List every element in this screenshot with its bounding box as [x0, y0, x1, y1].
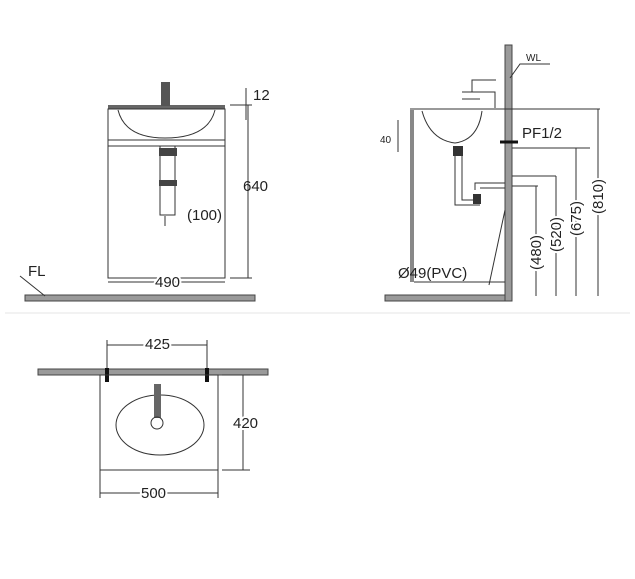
height-480-dim: (480): [528, 235, 545, 270]
depth-dim: 420: [233, 415, 258, 432]
drain-nut: [159, 148, 177, 156]
pvc-leader: [488, 209, 506, 286]
faucet-plan: [154, 384, 161, 418]
side-floor: [384, 294, 513, 302]
bracket-spacing-dim: 425: [145, 336, 170, 353]
drain-nut: [159, 180, 177, 186]
height-520-dim: (520): [548, 217, 565, 252]
side-faucet: [462, 79, 496, 108]
height-675-dim: (675): [568, 201, 585, 236]
drain-nut: [453, 146, 463, 156]
cabinet: [107, 108, 226, 279]
basin-outline: [117, 109, 216, 139]
side-cabinet: [410, 110, 414, 282]
floor-line: [24, 294, 256, 302]
width-dim: 490: [155, 274, 180, 291]
height-810-dim: (810): [590, 179, 607, 214]
fl-leader: [19, 275, 46, 297]
top-thickness-dim: 12: [253, 87, 270, 104]
ext-line: [512, 175, 556, 187]
trap-nut: [473, 194, 481, 204]
supply-label: PF1/2: [522, 125, 562, 142]
front-view: FL (100) 12 640 490: [19, 82, 270, 302]
vanity-top-plan: [99, 374, 219, 471]
height-dim: 640: [243, 178, 268, 195]
drain-plan: [150, 416, 164, 430]
countertop: [108, 105, 225, 109]
basin-depth-dim: 40: [380, 135, 392, 146]
width-plan-dim: 500: [141, 485, 166, 502]
wall-plan: [37, 368, 269, 376]
wall: [504, 44, 513, 302]
fl-label: FL: [28, 263, 46, 280]
top-view: 425 420 500: [37, 334, 269, 504]
drain-offset-dim: (100): [187, 207, 222, 224]
faucet: [161, 82, 170, 106]
drain-pipe-label: Ø49(PVC): [398, 265, 467, 282]
wl-leader: [509, 63, 550, 79]
side-waste: [474, 182, 505, 190]
side-basin: [421, 110, 483, 144]
side-view: WL 40 PF1/2 (480) (520) (675) (810) Ø49(…: [380, 44, 609, 302]
wl-label: WL: [526, 53, 541, 64]
